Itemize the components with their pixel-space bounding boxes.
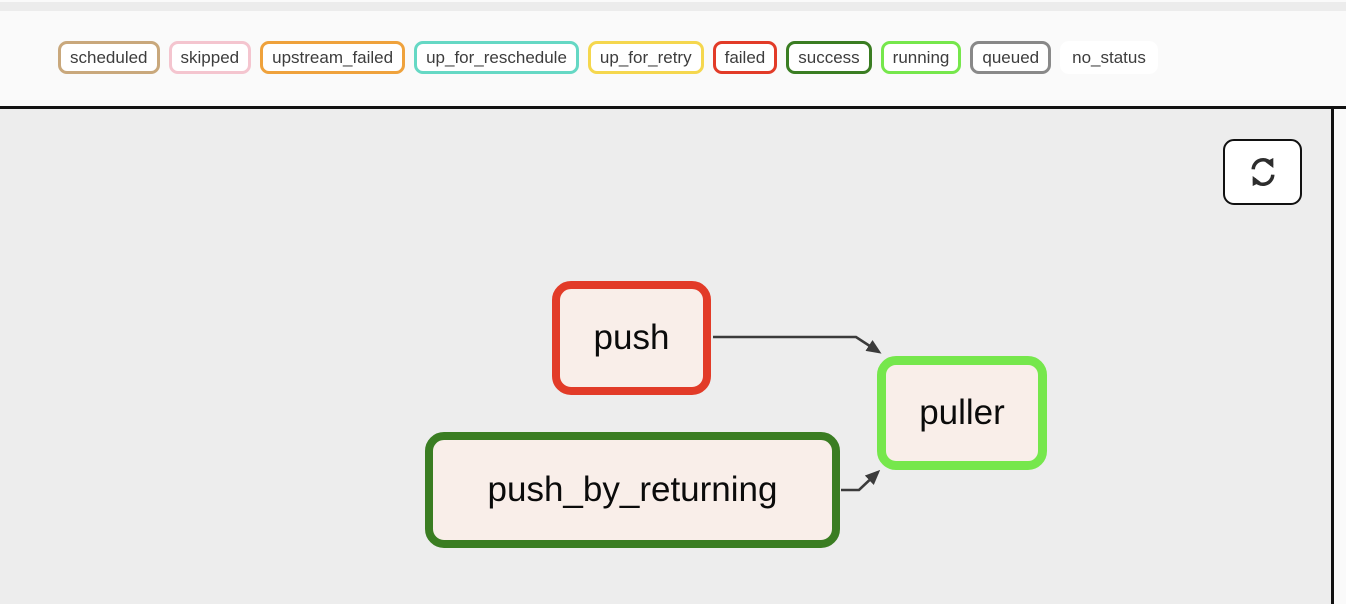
legend-badge-up_for_retry: up_for_retry [587,41,704,74]
legend-badge-scheduled: scheduled [58,41,160,74]
task-node-push_by_returning[interactable]: push_by_returning [425,432,840,548]
legend-badge-skipped: skipped [168,41,252,74]
legend-badge-queued: queued [970,41,1052,74]
legend-badge-up_for_reschedule: up_for_reschedule [414,41,579,74]
task-node-label: push [593,318,670,357]
task-node-label: puller [919,393,1005,432]
legend-badge-no_status: no_status [1060,41,1158,74]
panel-top-border [0,106,1346,109]
legend-badge-upstream_failed: upstream_failed [260,41,406,74]
refresh-icon [1250,157,1275,187]
legend-badge-success: success [786,41,872,74]
legend-badge-failed: failed [712,41,778,74]
legend-badge-running: running [880,41,962,74]
task-node-push[interactable]: push [552,281,711,395]
top-strip [0,2,1346,11]
refresh-button[interactable] [1223,139,1302,205]
task-node-label: push_by_returning [487,470,778,509]
task-node-puller[interactable]: puller [877,356,1047,470]
